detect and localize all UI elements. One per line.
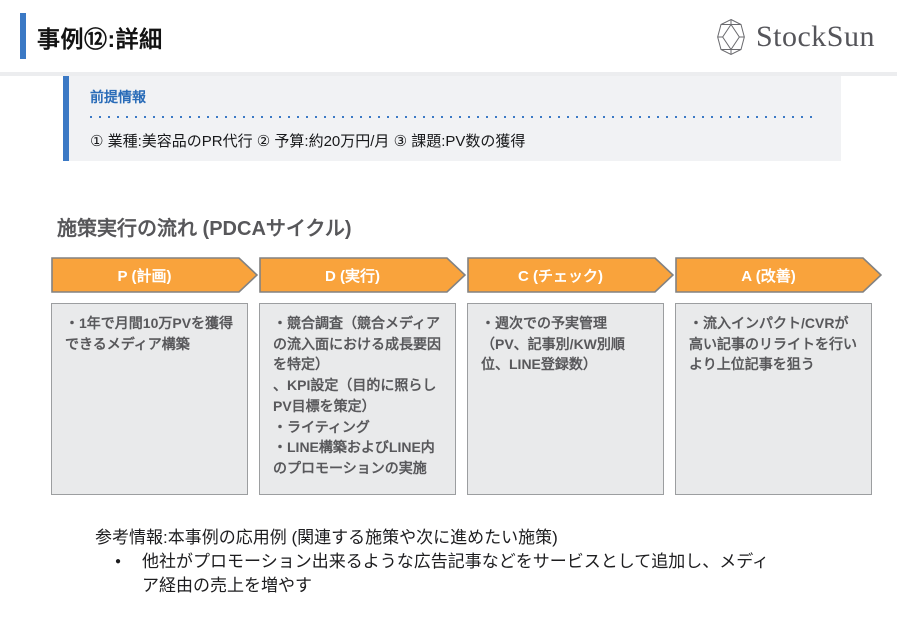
step-item: ・流入インパクト/CVRが高い記事のリライトを行いより上位記事を狙う: [689, 315, 857, 373]
pdca-step-box-plan: ・1年で月間10万PVを獲得できるメディア構築: [51, 303, 248, 495]
dotted-divider: [90, 116, 813, 118]
bullet-text: 他社がプロモーション出来るような広告記事などをサービスとして追加し、メディア経由…: [142, 552, 770, 596]
pdca-step-box-check: ・週次での予実管理（PV、記事別/KW別順位、LINE登録数）: [467, 303, 664, 495]
footer-notes: 参考情報:本事例の応用例 (関連する施策や次に進めたい施策) ● 他社がプロモー…: [95, 523, 897, 598]
bullet-icon: ●: [115, 556, 122, 567]
slide-header: 事例⑫:詳細 StockSun: [0, 0, 897, 72]
pdca-column-act: A (改善) ・流入インパクト/CVRが高い記事のリライトを行いより上位記事を狙…: [675, 257, 882, 495]
stocksun-logo: StockSun: [716, 18, 875, 56]
footer-heading: 参考情報:本事例の応用例 (関連する施策や次に進めたい施策): [95, 528, 558, 547]
chevron-arrow-icon: [675, 257, 882, 293]
pdca-column-plan: P (計画) ・1年で月間10万PVを獲得できるメディア構築: [51, 257, 258, 495]
pdca-arrow-label: A (改善): [741, 267, 796, 285]
premise-heading: 前提情報: [90, 89, 146, 105]
section-title: 施策実行の流れ (PDCAサイクル): [57, 218, 352, 240]
pdca-arrow-plan: P (計画): [51, 257, 258, 293]
chevron-arrow-icon: [259, 257, 466, 293]
chevron-arrow-icon: [51, 257, 258, 293]
pdca-step-box-act: ・流入インパクト/CVRが高い記事のリライトを行いより上位記事を狙う: [675, 303, 872, 495]
step-item: ・ライティング: [273, 418, 370, 435]
header-divider: [0, 72, 897, 76]
premise-body: ① 業種:美容品のPR代行 ② 予算:約20万円/月 ③ 課題:PV数の獲得: [90, 133, 526, 150]
pdca-column-check: C (チェック) ・週次での予実管理（PV、記事別/KW別順位、LINE登録数）: [467, 257, 674, 495]
logo-text: StockSun: [755, 20, 875, 53]
chevron-arrow-icon: [467, 257, 674, 293]
page-title: 事例⑫:詳細: [37, 26, 163, 52]
step-item: ・週次での予実管理（PV、記事別/KW別順位、LINE登録数）: [481, 315, 625, 373]
pdca-arrow-label: D (実行): [325, 267, 380, 285]
pdca-arrow-label: C (チェック): [518, 267, 603, 285]
pdca-arrow-act: A (改善): [675, 257, 882, 293]
premise-info-box: 前提情報 ① 業種:美容品のPR代行 ② 予算:約20万円/月 ③ 課題:PV数…: [63, 76, 841, 161]
pdca-step-box-do: ・競合調査（競合メディアの流入面における成長要因を特定） 、KPI設定（目的に照…: [259, 303, 456, 495]
pdca-arrow-check: C (チェック): [467, 257, 674, 293]
step-item: ・競合調査（競合メディアの流入面における成長要因を特定）: [273, 315, 441, 373]
title-accent-bar: [20, 13, 26, 59]
list-item: ● 他社がプロモーション出来るような広告記事などをサービスとして追加し、メディア…: [95, 550, 897, 598]
pdca-arrow-label: P (計画): [117, 267, 172, 285]
pdca-flow: P (計画) ・1年で月間10万PVを獲得できるメディア構築 D (実行) ・競…: [51, 257, 882, 495]
step-item: 、KPI設定（目的に照らしPV目標を策定）: [273, 377, 437, 414]
pdca-arrow-do: D (実行): [259, 257, 466, 293]
gem-icon: [716, 18, 746, 56]
step-item: ・1年で月間10万PVを獲得できるメディア構築: [65, 315, 234, 352]
step-item: ・LINE構築およびLINE内のプロモーションの実施: [273, 439, 435, 477]
bullet-list: ● 他社がプロモーション出来るような広告記事などをサービスとして追加し、メディア…: [95, 550, 897, 598]
pdca-column-do: D (実行) ・競合調査（競合メディアの流入面における成長要因を特定） 、KPI…: [259, 257, 466, 495]
